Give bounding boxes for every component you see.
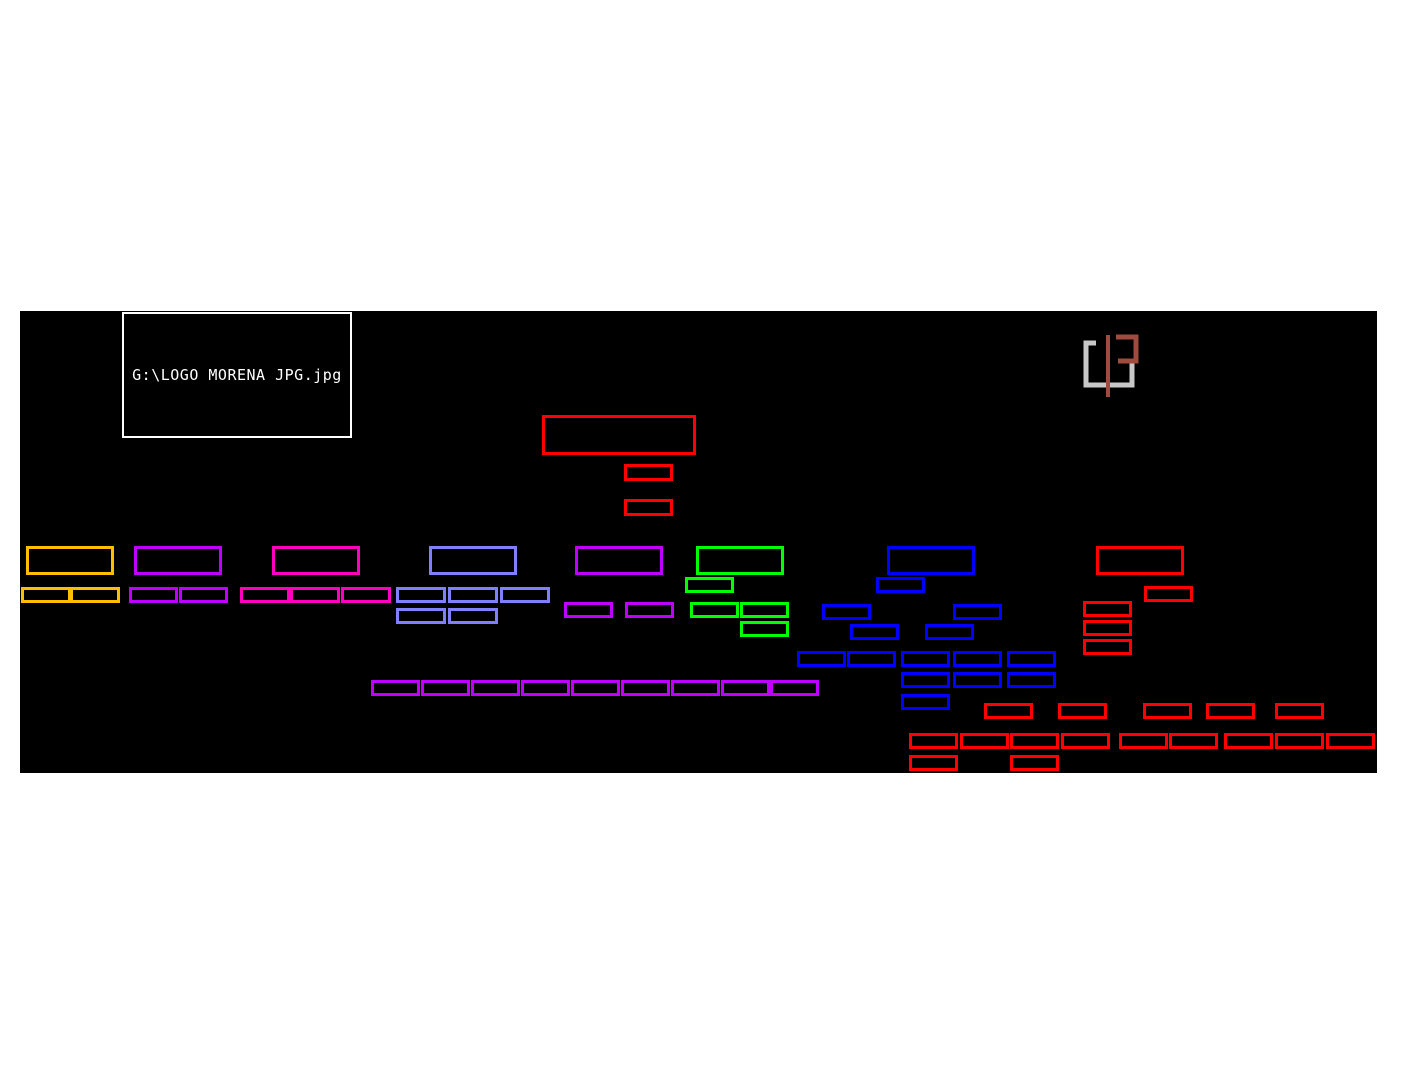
unit-box <box>1326 733 1375 749</box>
unit-box <box>797 651 846 667</box>
unit-box <box>953 604 1002 620</box>
unit-box <box>740 621 789 637</box>
unit-box <box>847 651 896 667</box>
unit-box <box>909 755 958 771</box>
unit-box <box>179 587 228 603</box>
staff-box <box>624 499 673 516</box>
unit-box <box>1083 601 1132 617</box>
unit-box <box>901 694 950 710</box>
department-head-box <box>26 546 114 575</box>
image-placeholder-path: G:\LOGO MORENA JPG.jpg <box>132 366 342 384</box>
morena-logo-icon <box>1083 334 1139 397</box>
unit-box <box>685 577 734 593</box>
unit-box <box>1275 733 1324 749</box>
department-head-box <box>429 546 517 575</box>
unit-box <box>953 651 1002 667</box>
unit-box <box>341 587 391 603</box>
unit-box <box>129 587 178 603</box>
unit-box <box>690 602 739 618</box>
unit-box <box>21 587 71 603</box>
unit-box <box>901 672 950 688</box>
unit-box <box>909 733 958 749</box>
unit-box <box>421 680 470 696</box>
unit-box <box>471 680 520 696</box>
org-chart-drawing: G:\LOGO MORENA JPG.jpg <box>20 311 1377 773</box>
department-head-box <box>887 546 975 575</box>
unit-box <box>1144 586 1193 602</box>
unit-box <box>1058 703 1107 719</box>
unit-box <box>625 602 674 618</box>
unit-box <box>850 624 899 640</box>
unit-box <box>521 680 570 696</box>
unit-box <box>396 587 446 603</box>
unit-box <box>960 733 1009 749</box>
unit-box <box>70 587 120 603</box>
unit-box <box>1007 651 1056 667</box>
unit-box <box>953 672 1002 688</box>
unit-box <box>671 680 720 696</box>
unit-box <box>1010 733 1059 749</box>
unit-box <box>925 624 974 640</box>
unit-box <box>1083 620 1132 636</box>
director-box <box>542 415 696 455</box>
unit-box <box>770 680 819 696</box>
unit-box <box>1119 733 1168 749</box>
department-head-box <box>134 546 222 575</box>
unit-box <box>1275 703 1324 719</box>
unit-box <box>396 608 446 624</box>
unit-box <box>448 587 498 603</box>
unit-box <box>822 604 871 620</box>
image-placeholder: G:\LOGO MORENA JPG.jpg <box>122 312 352 438</box>
unit-box <box>371 680 420 696</box>
unit-box <box>621 680 670 696</box>
department-head-box <box>696 546 784 575</box>
unit-box <box>984 703 1033 719</box>
unit-box <box>290 587 340 603</box>
staff-box <box>624 464 673 481</box>
unit-box <box>564 602 613 618</box>
unit-box <box>1206 703 1255 719</box>
unit-box <box>740 602 789 618</box>
unit-box <box>1169 733 1218 749</box>
unit-box <box>1010 755 1059 771</box>
unit-box <box>721 680 770 696</box>
unit-box <box>901 651 950 667</box>
unit-box <box>1083 639 1132 655</box>
unit-box <box>1143 703 1192 719</box>
unit-box <box>1224 733 1273 749</box>
unit-box <box>571 680 620 696</box>
unit-box <box>240 587 290 603</box>
department-head-box <box>272 546 360 575</box>
unit-box <box>500 587 550 603</box>
unit-box <box>448 608 498 624</box>
department-head-box <box>575 546 663 575</box>
department-head-box <box>1096 546 1184 575</box>
unit-box <box>1007 672 1056 688</box>
unit-box <box>876 577 925 593</box>
unit-box <box>1061 733 1110 749</box>
